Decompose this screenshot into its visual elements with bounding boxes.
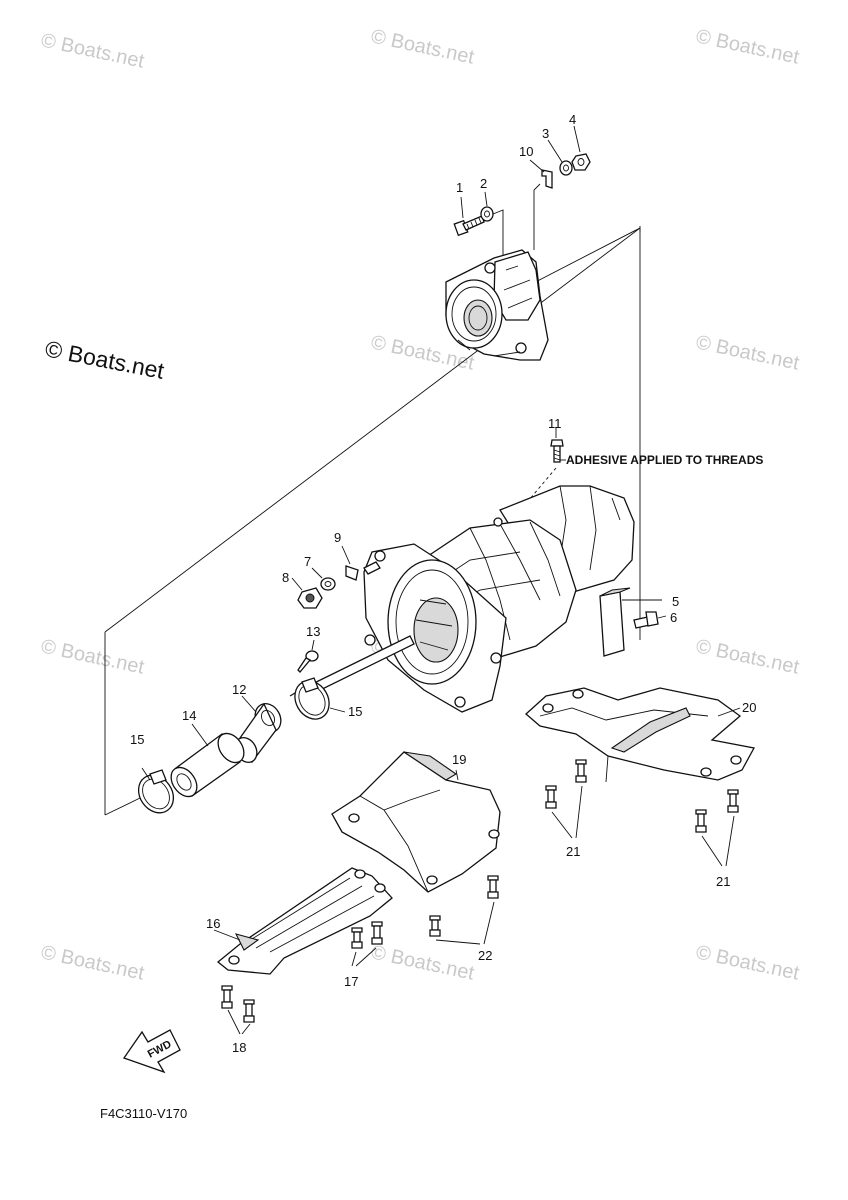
part-20-ride-plate — [525, 687, 755, 783]
diagram-code: F4C3110-V170 — [100, 1106, 187, 1121]
part-14-hose — [170, 723, 245, 798]
callout-3: 3 — [542, 126, 549, 141]
callout-1: 1 — [456, 180, 463, 195]
callout-9: 9 — [334, 530, 341, 545]
callout-5: 5 — [672, 594, 679, 609]
bearing-housing — [445, 249, 549, 361]
watermark-1: © Boats.net — [39, 29, 147, 72]
fwd-arrow: FWD — [122, 1029, 181, 1074]
callout-2: 2 — [480, 176, 487, 191]
part-3-washer — [547, 139, 573, 176]
part-17-screws — [351, 921, 383, 967]
callout-20: 20 — [742, 700, 756, 715]
part-10-clip — [529, 159, 553, 250]
callout-22: 22 — [478, 948, 492, 963]
callout-13: 13 — [306, 624, 320, 639]
part-22-screws — [429, 875, 499, 945]
callout-7: 7 — [304, 554, 311, 569]
part-15-clamp-lower — [137, 767, 175, 814]
watermark-8: © Boats.net — [694, 635, 802, 678]
adhesive-note: ADHESIVE APPLIED TO THREADS — [560, 453, 763, 467]
callout-labels: 1 2 3 4 5 6 7 8 9 10 11 12 13 14 15 15 1… — [130, 112, 756, 1055]
part-16-grate — [213, 867, 393, 975]
callout-8: 8 — [282, 570, 289, 585]
part-13-screw — [297, 639, 319, 673]
watermark-9: © Boats.net — [39, 941, 147, 984]
callout-4: 4 — [569, 112, 576, 127]
watermark-main: © Boats.net — [43, 335, 167, 384]
callout-12: 12 — [232, 682, 246, 697]
jet-pump-housing — [289, 485, 635, 713]
watermark-5: © Boats.net — [694, 331, 802, 374]
callout-10: 10 — [519, 144, 533, 159]
part-6-screw — [633, 611, 667, 629]
adhesive-note-text: ADHESIVE APPLIED TO THREADS — [566, 453, 763, 467]
part-2-washer — [480, 191, 504, 262]
part-8-nut — [291, 577, 323, 609]
part-5-block — [599, 587, 662, 657]
part-19-duct — [331, 751, 501, 893]
callout-16: 16 — [206, 916, 220, 931]
part-7-washer — [311, 567, 336, 591]
assembly-frame — [104, 226, 641, 816]
watermark-10: © Boats.net — [369, 941, 477, 984]
callout-21-right: 21 — [716, 874, 730, 889]
part-1-bolt — [453, 196, 485, 237]
part-9-clip — [341, 545, 359, 581]
watermark-6: © Boats.net — [39, 635, 147, 678]
part-21-screws-right — [695, 789, 739, 867]
callout-14: 14 — [182, 708, 196, 723]
callout-19: 19 — [452, 752, 466, 767]
callout-21-left: 21 — [566, 844, 580, 859]
callout-18: 18 — [232, 1040, 246, 1055]
callout-11: 11 — [548, 416, 562, 431]
watermark-3: © Boats.net — [694, 25, 802, 68]
callout-15-lower: 15 — [130, 732, 144, 747]
part-21-screws-left — [545, 759, 587, 839]
callout-15-upper: 15 — [348, 704, 362, 719]
part-18-screws — [221, 985, 255, 1035]
watermark-2: © Boats.net — [369, 25, 477, 68]
part-15-clamp-upper — [294, 677, 346, 720]
part-4-nut — [571, 125, 591, 171]
callout-6: 6 — [670, 610, 677, 625]
watermark-11: © Boats.net — [694, 941, 802, 984]
callout-17: 17 — [344, 974, 358, 989]
